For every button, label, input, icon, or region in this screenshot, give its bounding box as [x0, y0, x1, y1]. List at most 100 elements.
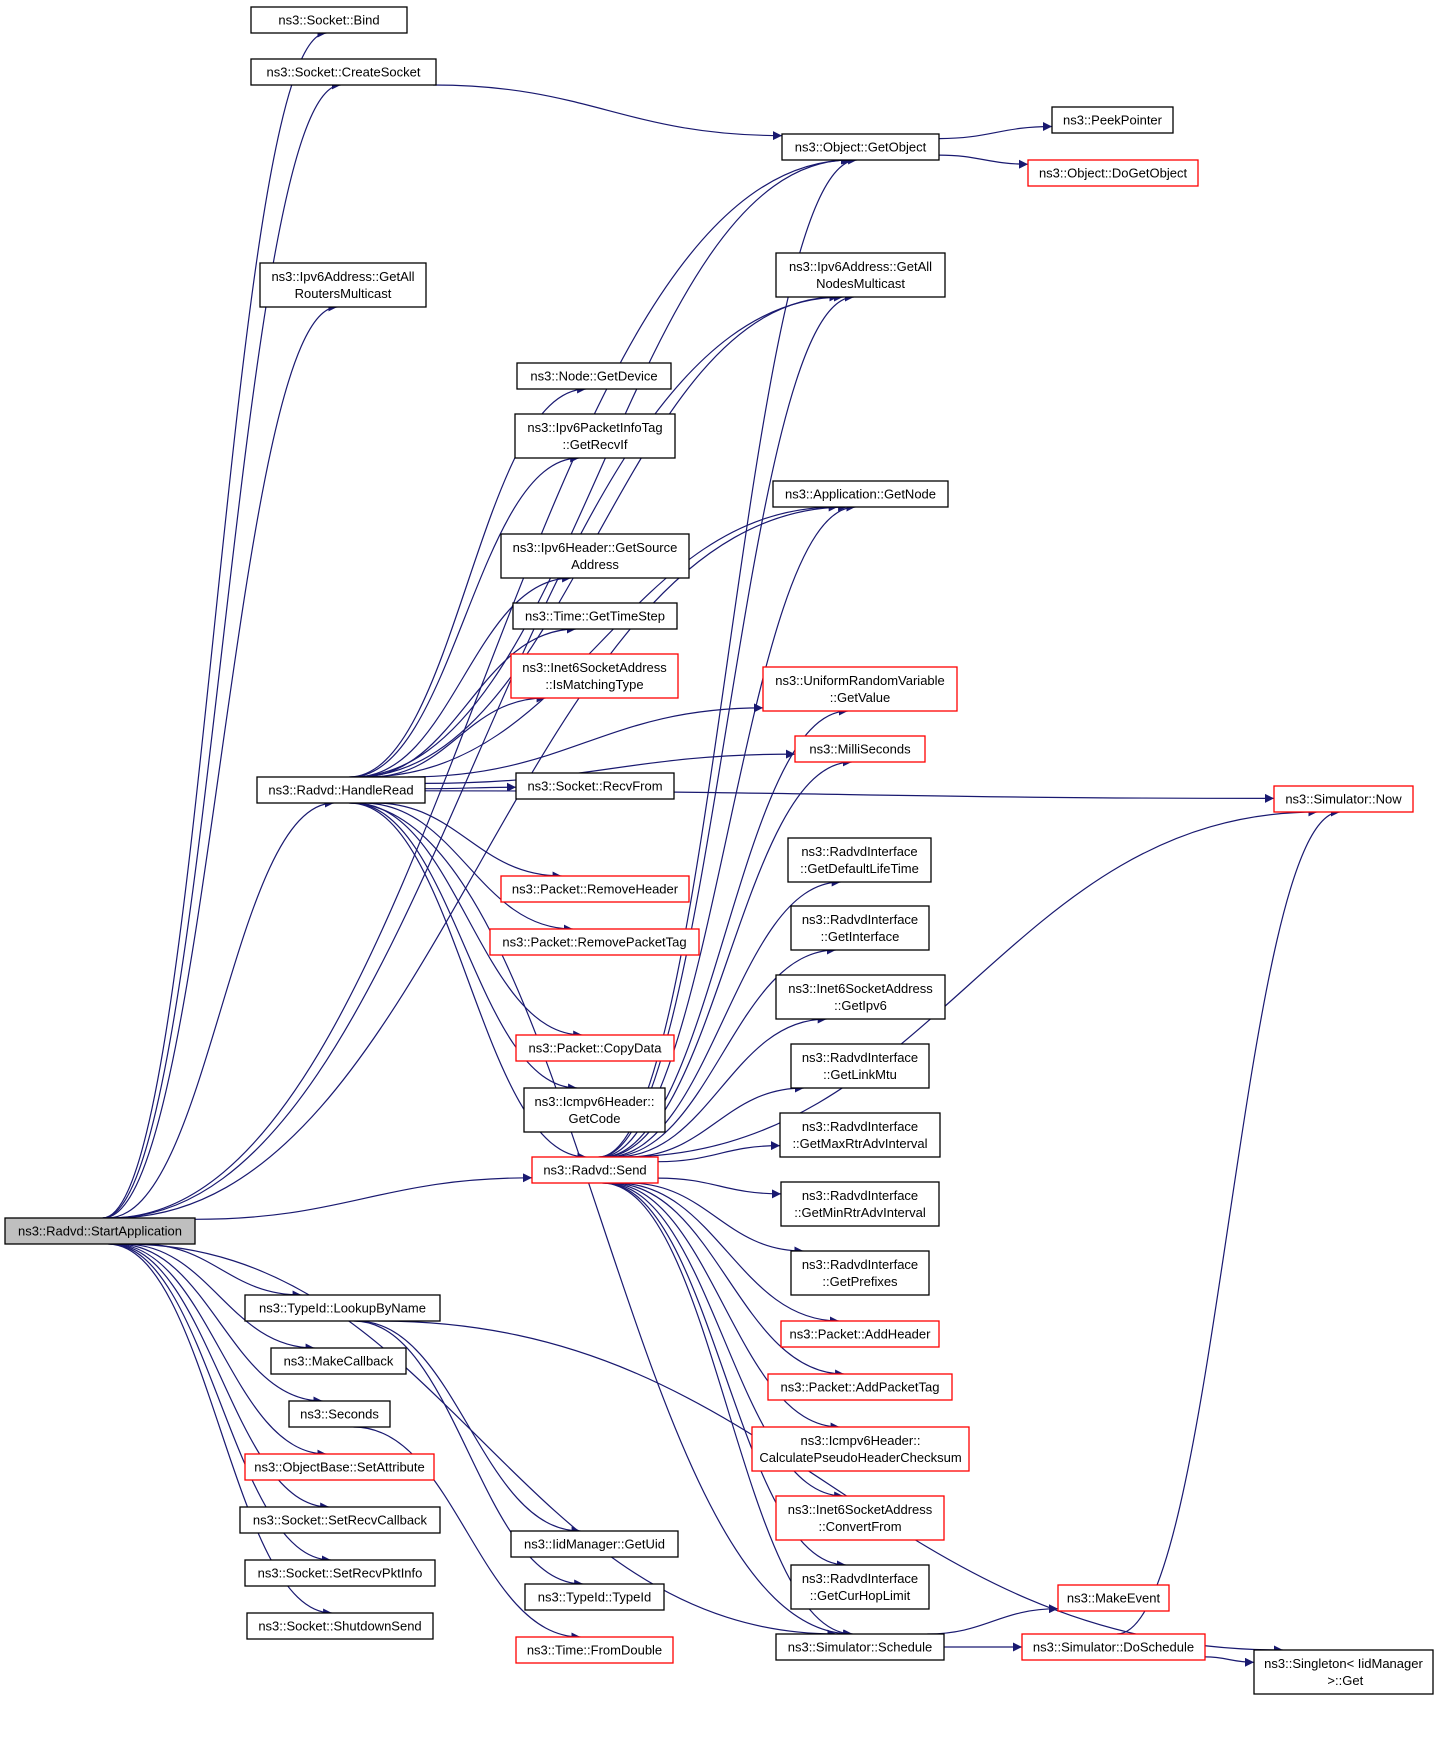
node-getobject[interactable]: ns3::Object::GetObject [781, 133, 940, 161]
edge-root-to-getobject [109, 155, 852, 1219]
node-createsocket[interactable]: ns3::Socket::CreateSocket [250, 58, 437, 86]
node-getprefixes-box [790, 1250, 930, 1296]
node-getdefaultlifetime-box [787, 837, 932, 883]
edge-handleread-to-send [349, 802, 587, 1162]
node-getprefixes[interactable]: ns3::RadvdInterface::GetPrefixes [790, 1250, 930, 1296]
node-setattribute[interactable]: ns3::ObjectBase::SetAttribute [244, 1453, 435, 1481]
node-gettimestep[interactable]: ns3::Time::GetTimeStep [512, 602, 678, 630]
node-root[interactable]: ns3::Radvd::StartApplication [4, 1217, 196, 1245]
node-dogetobject-box [1027, 159, 1199, 187]
node-convertfrom-box [775, 1495, 945, 1541]
edge-handleread-to-schedule [348, 802, 853, 1639]
node-handleread[interactable]: ns3::Radvd::HandleRead [256, 776, 426, 804]
node-recvfrom-box [515, 772, 675, 800]
edge-lookupbyname-to-iidgetuid [356, 1320, 581, 1536]
node-singletonget-label-0: ns3::Singleton< IidManager [1264, 1656, 1423, 1671]
node-removeheader-box [500, 875, 690, 903]
node-removepackettag[interactable]: ns3::Packet::RemovePacketTag [489, 928, 700, 956]
node-recvfrom[interactable]: ns3::Socket::RecvFrom [515, 772, 675, 800]
edge-root-to-makecallback [123, 1243, 315, 1353]
node-peekpointer-box [1051, 106, 1174, 134]
node-getdevice-box [516, 362, 672, 390]
node-getvalue[interactable]: ns3::UniformRandomVariable::GetValue [762, 666, 958, 712]
node-ismatchingtype[interactable]: ns3::Inet6SocketAddress::IsMatchingType [510, 653, 679, 699]
node-now[interactable]: ns3::Simulator::Now [1273, 785, 1414, 813]
node-getlinkmtu[interactable]: ns3::RadvdInterface::GetLinkMtu [790, 1043, 930, 1089]
node-convertfrom-label-0: ns3::Inet6SocketAddress [788, 1502, 933, 1517]
node-fromdouble[interactable]: ns3::Time::FromDouble [515, 1636, 674, 1664]
edge-send-to-now [621, 807, 1318, 1158]
node-setrecvpktinfo[interactable]: ns3::Socket::SetRecvPktInfo [244, 1559, 436, 1587]
edge-root-to-seconds [116, 1243, 323, 1406]
node-setrecvcallback-label-0: ns3::Socket::SetRecvCallback [253, 1513, 428, 1528]
node-getnode[interactable]: ns3::Application::GetNode [772, 480, 949, 508]
node-ismatchingtype-box [510, 653, 679, 699]
node-milliseconds-label-0: ns3::MilliSeconds [809, 742, 911, 757]
node-getallrouters-label-1: RoutersMulticast [295, 286, 392, 301]
edge-handleread-to-getvalue [407, 703, 764, 778]
node-getvalue-label-1: ::GetValue [830, 690, 890, 705]
edge-send-to-calcpseudo [607, 1182, 840, 1432]
node-getdefaultlifetime[interactable]: ns3::RadvdInterface::GetDefaultLifeTime [787, 837, 932, 883]
node-getminrtr[interactable]: ns3::RadvdInterface::GetMinRtrAdvInterva… [780, 1181, 940, 1227]
node-getminrtr-label-1: ::GetMinRtrAdvInterval [794, 1205, 926, 1220]
node-getcurhoplimit-label-1: ::GetCurHopLimit [810, 1588, 911, 1603]
node-createsocket-box [250, 58, 437, 86]
node-send-label-0: ns3::Radvd::Send [543, 1163, 646, 1178]
node-bind[interactable]: ns3::Socket::Bind [250, 6, 408, 34]
node-send[interactable]: ns3::Radvd::Send [531, 1156, 659, 1184]
edge-schedule-to-makeevent [927, 1604, 1059, 1635]
node-getallrouters-label-0: ns3::Ipv6Address::GetAll [271, 269, 414, 284]
node-lookupbyname[interactable]: ns3::TypeId::LookupByName [244, 1294, 441, 1322]
node-getipv6[interactable]: ns3::Inet6SocketAddress::GetIpv6 [775, 974, 946, 1020]
node-addheader[interactable]: ns3::Packet::AddHeader [780, 1320, 940, 1348]
node-setrecvcallback[interactable]: ns3::Socket::SetRecvCallback [239, 1506, 441, 1534]
node-calcpseudo[interactable]: ns3::Icmpv6Header::CalculatePseudoHeader… [751, 1426, 970, 1472]
node-shutdownsend[interactable]: ns3::Socket::ShutdownSend [246, 1612, 434, 1640]
edge-send-to-getcurhoplimit [603, 1182, 847, 1570]
node-getmaxrtr[interactable]: ns3::RadvdInterface::GetMaxRtrAdvInterva… [779, 1112, 941, 1158]
node-getnode-label-0: ns3::Application::GetNode [785, 487, 936, 502]
node-getcode-box [523, 1087, 666, 1133]
node-seconds-box [288, 1400, 391, 1428]
edge-createsocket-to-getobject [433, 84, 783, 141]
node-copydata-label-0: ns3::Packet::CopyData [529, 1041, 663, 1056]
node-convertfrom[interactable]: ns3::Inet6SocketAddress::ConvertFrom [775, 1495, 945, 1541]
node-makecallback-label-0: ns3::MakeCallback [284, 1354, 394, 1369]
node-copydata[interactable]: ns3::Packet::CopyData [515, 1034, 675, 1062]
node-makeevent[interactable]: ns3::MakeEvent [1057, 1584, 1170, 1612]
node-singletonget[interactable]: ns3::Singleton< IidManager >::Get [1253, 1649, 1434, 1695]
node-schedule[interactable]: ns3::Simulator::Schedule [775, 1633, 945, 1661]
node-getcode[interactable]: ns3::Icmpv6Header::GetCode [523, 1087, 666, 1133]
node-doschedule[interactable]: ns3::Simulator::DoSchedule [1021, 1633, 1206, 1661]
node-seconds[interactable]: ns3::Seconds [288, 1400, 391, 1428]
node-getobject-label-0: ns3::Object::GetObject [795, 140, 927, 155]
node-getcurhoplimit[interactable]: ns3::RadvdInterface::GetCurHopLimit [790, 1564, 930, 1610]
edge-handleread-to-milliseconds [424, 749, 796, 784]
node-getnode-box [772, 480, 949, 508]
node-getinterface[interactable]: ns3::RadvdInterface::GetInterface [790, 905, 930, 951]
node-removeheader[interactable]: ns3::Packet::RemoveHeader [500, 875, 690, 903]
node-getdevice[interactable]: ns3::Node::GetDevice [516, 362, 672, 390]
node-fromdouble-label-0: ns3::Time::FromDouble [527, 1643, 662, 1658]
node-handleread-label-0: ns3::Radvd::HandleRead [268, 783, 413, 798]
node-getrecvif[interactable]: ns3::Ipv6PacketInfoTag::GetRecvIf [514, 413, 676, 459]
edge-handleread-to-removepackettag [362, 802, 573, 934]
node-getallnodes-label-1: NodesMulticast [816, 276, 905, 291]
node-typeid[interactable]: ns3::TypeId::TypeId [524, 1583, 665, 1611]
node-iidgetuid[interactable]: ns3::IidManager::GetUid [510, 1530, 679, 1558]
node-makeevent-label-0: ns3::MakeEvent [1067, 1591, 1161, 1606]
node-makecallback[interactable]: ns3::MakeCallback [270, 1347, 407, 1375]
node-milliseconds[interactable]: ns3::MilliSeconds [794, 735, 926, 763]
edge-handleread-to-getdevice [348, 384, 587, 778]
node-addpackettag[interactable]: ns3::Packet::AddPacketTag [767, 1373, 953, 1401]
node-ismatchingtype-label-0: ns3::Inet6SocketAddress [522, 660, 667, 675]
edge-getobject-to-peekpointer [938, 122, 1053, 140]
node-peekpointer[interactable]: ns3::PeekPointer [1051, 106, 1174, 134]
node-dogetobject[interactable]: ns3::Object::DoGetObject [1027, 159, 1199, 187]
node-bind-box [250, 6, 408, 34]
edge-root-to-lookupbyname [140, 1243, 302, 1300]
